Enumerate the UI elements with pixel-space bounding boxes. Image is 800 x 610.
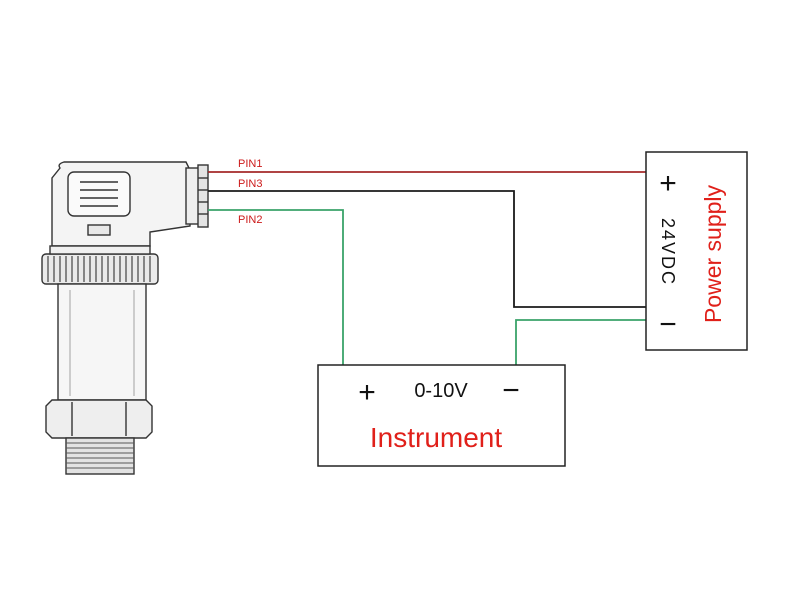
return-wire	[515, 319, 646, 365]
instrument-box	[317, 364, 566, 467]
instrument-range: 0-10V	[414, 380, 468, 402]
pressure-transmitter-icon	[41, 161, 209, 475]
instrument-minus: −	[502, 374, 520, 407]
pin3-label: PIN3	[238, 178, 262, 190]
power-supply-box	[645, 151, 748, 351]
pin2-label: PIN2	[238, 214, 262, 226]
pin3-wire	[208, 190, 646, 308]
power-supply-title: Power supply	[700, 184, 726, 323]
power-supply-voltage: 24VDC	[658, 218, 678, 286]
instrument-title: Instrument	[370, 422, 502, 453]
instrument-plus: +	[358, 376, 376, 409]
power-supply-minus: −	[659, 308, 677, 341]
pin2-wire	[208, 209, 344, 365]
power-supply-plus: +	[659, 167, 677, 200]
pin1-label: PIN1	[238, 158, 262, 170]
